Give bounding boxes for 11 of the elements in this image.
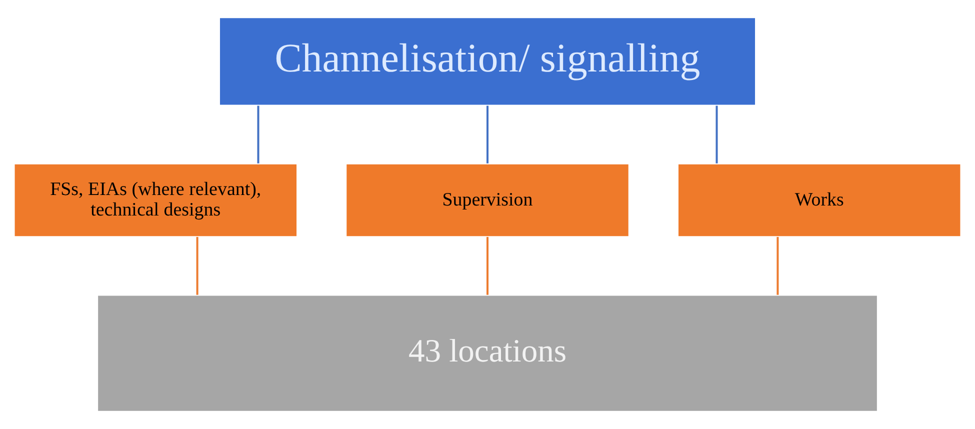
node-box: Channelisation/ signalling [218, 16, 756, 106]
connector [716, 106, 718, 164]
connector [776, 236, 779, 295]
node-box: 43 locations [96, 294, 878, 412]
connector [486, 236, 489, 295]
node-box: FSs, EIAs (where relevant), technical designs [13, 163, 298, 238]
node-box: Supervision [345, 163, 630, 238]
connector [257, 106, 260, 164]
node-box: Works [677, 163, 962, 238]
connector [486, 106, 489, 164]
connector [196, 236, 198, 295]
